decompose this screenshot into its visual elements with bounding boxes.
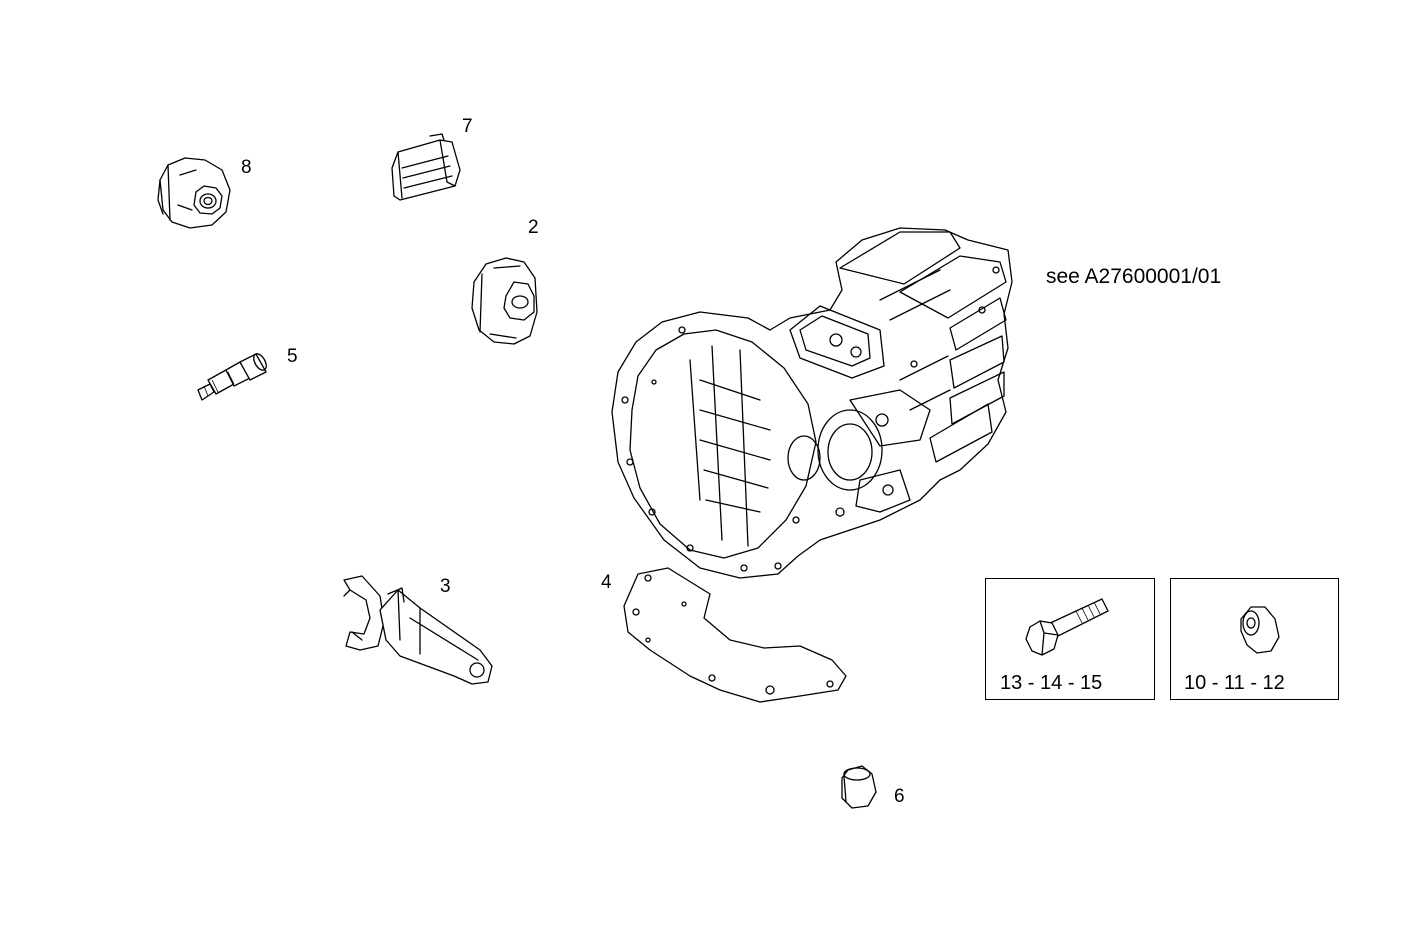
callout-4: 4 [601,572,612,593]
callout-3: 3 [440,576,451,597]
callout-8: 8 [241,157,252,178]
reference-note: see A27600001/01 [1046,265,1222,288]
callout-2: 2 [528,217,539,238]
callout-5: 5 [287,346,298,367]
gasket-plate-icon [623,567,847,703]
clutch-fork-icon [343,575,493,685]
plug-icon [841,765,877,809]
bolt-box-label: 13 - 14 - 15 [1000,672,1103,694]
washer-box-label: 10 - 11 - 12 [1184,672,1285,694]
washer-box: 10 - 11 - 12 [1170,578,1339,700]
washer-icon [1240,606,1280,654]
callout-7: 7 [462,116,473,137]
grommet-icon [471,257,538,345]
transmission-housing-icon [611,227,1013,579]
callout-6: 6 [894,786,905,807]
bolt-box: 13 - 14 - 15 [985,578,1155,700]
rubber-cap-icon [391,133,461,201]
bolt-icon [1025,598,1109,656]
breather-valve-icon [197,353,267,401]
mount-bushing-icon [157,157,231,229]
